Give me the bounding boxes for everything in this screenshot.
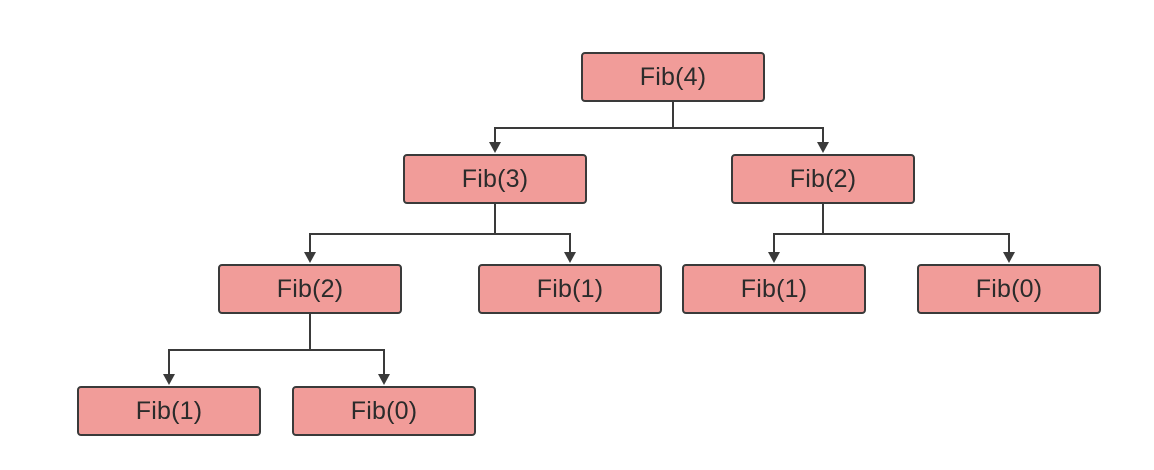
arrowhead-n3 xyxy=(304,252,316,263)
edge-n0-to-n1 xyxy=(494,102,674,142)
node-fib-1-bottom: Fib(1) xyxy=(77,386,261,436)
node-fib-4: Fib(4) xyxy=(581,52,765,102)
arrowhead-n7 xyxy=(163,374,175,385)
node-fib-3: Fib(3) xyxy=(403,154,587,204)
node-fib-1-middle: Fib(1) xyxy=(478,264,662,314)
arrowhead-n6 xyxy=(1003,252,1015,263)
edge-n1-to-n3 xyxy=(309,204,496,252)
node-fib-1-right: Fib(1) xyxy=(682,264,866,314)
arrowhead-n2 xyxy=(817,142,829,153)
edge-n3-to-n8 xyxy=(309,314,385,374)
edge-n2-to-n5 xyxy=(773,204,824,252)
edge-n3-to-n7 xyxy=(168,314,311,374)
edge-n0-to-n2 xyxy=(672,102,824,142)
edge-n1-to-n4 xyxy=(494,204,571,252)
arrowhead-n4 xyxy=(564,252,576,263)
node-fib-2-right: Fib(2) xyxy=(731,154,915,204)
arrowhead-n8 xyxy=(378,374,390,385)
node-fib-0-bottom: Fib(0) xyxy=(292,386,476,436)
node-fib-2-left: Fib(2) xyxy=(218,264,402,314)
node-fib-0-right: Fib(0) xyxy=(917,264,1101,314)
arrowhead-n5 xyxy=(768,252,780,263)
arrowhead-n1 xyxy=(489,142,501,153)
edge-n2-to-n6 xyxy=(822,204,1010,252)
